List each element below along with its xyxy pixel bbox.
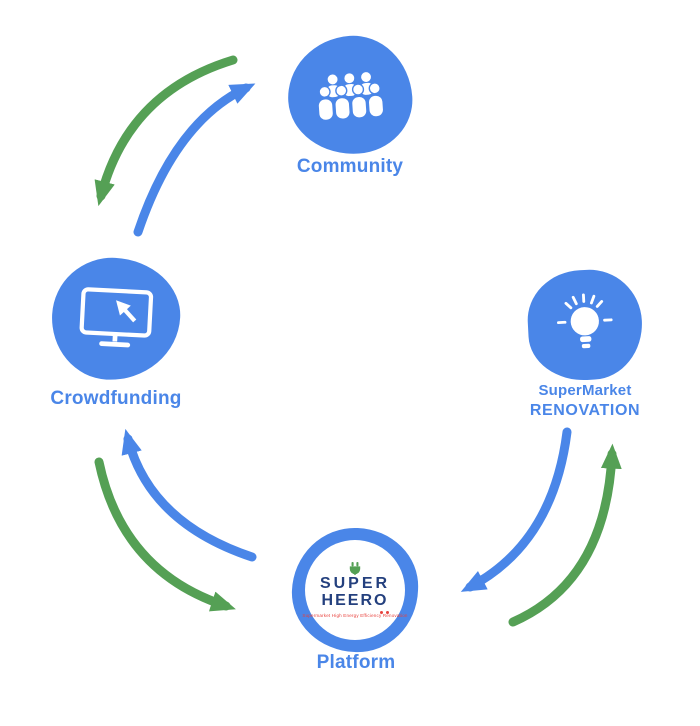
arrow-supermarket-to-platform — [460, 427, 572, 592]
supermarket-label-line2: RENOVATION — [529, 401, 641, 419]
superheero-logo: SUPER HEERO Supermarket High Energy Effi… — [302, 540, 408, 640]
platform-node: SUPER HEERO Supermarket High Energy Effi… — [289, 525, 421, 655]
community-label: Community — [296, 156, 404, 177]
logo-tagline: Supermarket High Energy Efficiency Renov… — [302, 612, 408, 618]
plug-icon — [348, 562, 362, 576]
lightbulb-icon — [557, 293, 613, 349]
arrow-crowdfunding-to-community — [133, 83, 256, 237]
logo-word-super: SUPER — [319, 575, 391, 593]
supermarket-label-line1: SuperMarket — [538, 382, 632, 399]
people-group-icon — [317, 72, 385, 122]
community-node — [284, 31, 416, 159]
supermarket-label: SuperMarket RENOVATION — [503, 382, 667, 421]
arrow-crowdfunding-to-platform — [94, 457, 236, 612]
supermarket-node — [525, 267, 645, 383]
monitor-cursor-icon — [79, 287, 154, 348]
arrow-platform-to-supermarket — [508, 443, 622, 627]
arrow-platform-to-crowdfunding — [121, 428, 257, 562]
platform-label: Platform — [316, 652, 396, 673]
logo-word-heero: HEERO — [321, 592, 389, 609]
cart-wheels-icon — [380, 610, 390, 614]
arrow-community-to-crowdfunding — [94, 55, 238, 207]
crowdfunding-label: Crowdfunding — [50, 388, 182, 409]
crowdfunding-node — [48, 254, 184, 384]
